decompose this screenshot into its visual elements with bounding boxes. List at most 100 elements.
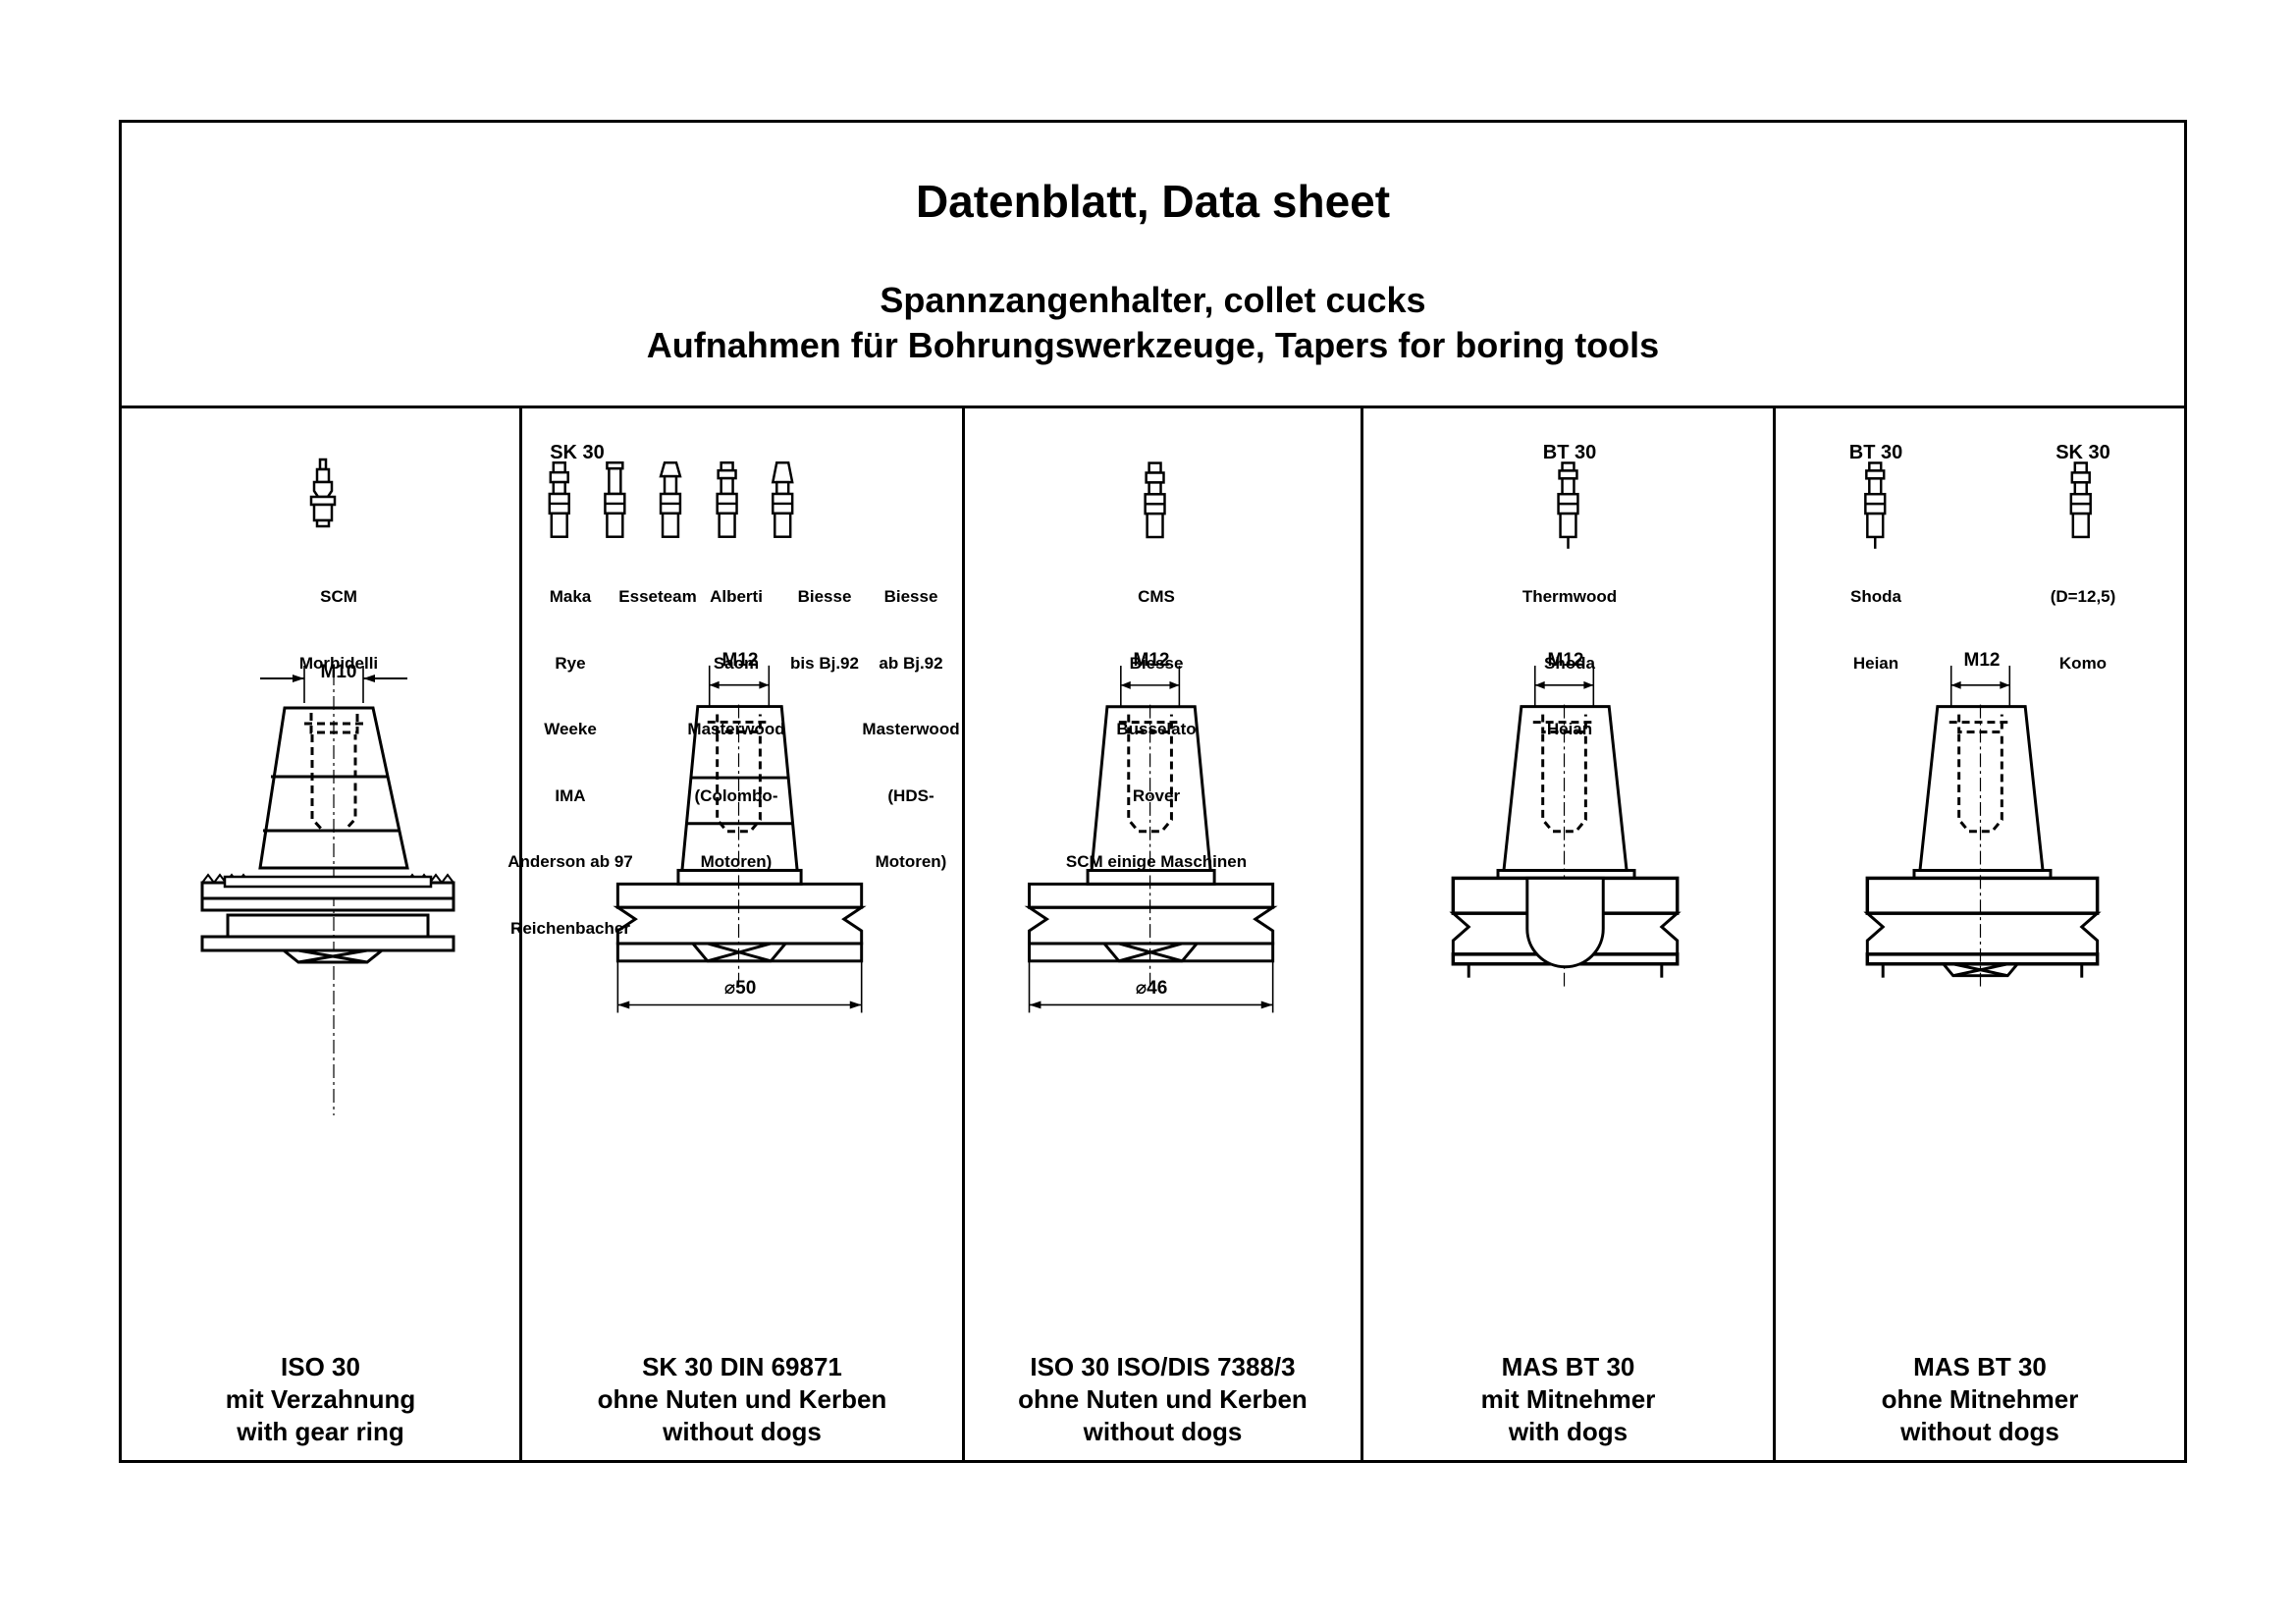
thread-label: M12 — [1963, 650, 2001, 671]
stud-label-line: Weeke — [544, 720, 597, 738]
column-caption: SK 30 DIN 69871 ohne Nuten und Kerben wi… — [522, 1351, 962, 1448]
stud-label-line: Masterwood — [687, 720, 785, 738]
pull-stud-icon — [309, 458, 337, 528]
stud-label-line: Reichenbacher — [510, 918, 630, 938]
stud-label-line: Motoren) — [700, 852, 773, 871]
column-iso30-gear-ring: SCM Morbidelli M10 ISO 30 mit Verzahnung… — [122, 408, 519, 1460]
stud-label-line: Shoda — [1544, 653, 1595, 673]
diameter-label: ⌀46 — [1135, 978, 1168, 999]
column-mas-bt30-without-dogs: BT 30 SK 30 Shoda Heian (D=12,5) Komo M1… — [1773, 408, 2184, 1460]
iso30-dis-body — [1024, 705, 1278, 963]
stud-label-line: ab Bj.92 — [879, 653, 943, 673]
subtitle-collet-chucks: Spannzangenhalter, collet cucks — [880, 280, 1426, 320]
stud-label-line: Saom — [713, 653, 760, 673]
stud-label-esseteam: Esseteam — [618, 542, 696, 653]
caption-line: mit Mitnehmer — [1480, 1384, 1656, 1414]
stud-label-line: Rover — [1132, 785, 1181, 805]
column-caption: ISO 30 ISO/DIS 7388/3 ohne Nuten und Ker… — [965, 1351, 1361, 1448]
data-sheet-frame: Datenblatt, Data sheet Spannzangenhalter… — [119, 120, 2187, 1463]
caption-line: ohne Mitnehmer — [1881, 1384, 2079, 1414]
column-caption: MAS BT 30 mit Mitnehmer with dogs — [1363, 1351, 1773, 1448]
caption-line: with gear ring — [237, 1417, 404, 1446]
stud-label-thermwood: Thermwood Shoda Heian — [1522, 542, 1617, 785]
caption-line: MAS BT 30 — [1501, 1352, 1635, 1381]
pull-stud-icon — [659, 460, 682, 538]
stud-label-line: Maka — [549, 587, 592, 606]
stud-label-line: IMA — [555, 785, 586, 805]
stud-head-sk30: SK 30 — [2056, 442, 2110, 463]
stud-label-biesse-bis: Biesse bis Bj.92 — [790, 542, 859, 719]
caption-line: SK 30 DIN 69871 — [642, 1352, 842, 1381]
iso30-dis7388-drawing — [1024, 461, 1278, 1013]
stud-label-scm: SCM Morbidelli — [299, 542, 378, 719]
stud-label-line: Thermwood — [1522, 587, 1618, 606]
caption-line: without dogs — [1083, 1417, 1243, 1446]
stud-label-line: Alberti — [710, 587, 763, 606]
caption-line: without dogs — [663, 1417, 822, 1446]
stud-label-line: Esseteam — [618, 587, 697, 606]
stud-label-line: Biesse — [883, 587, 938, 606]
mas-bt30-without-dogs-drawing — [1863, 461, 2102, 988]
caption-line: MAS BT 30 — [1913, 1352, 2047, 1381]
stud-label-line: Rye — [555, 653, 586, 673]
stud-label-line: Anderson ab 97 — [507, 852, 633, 871]
stud-label-cms: CMS Biesse Busselato Rover SCM einige Ma… — [1066, 542, 1247, 918]
stud-label-line: CMS — [1138, 587, 1175, 606]
stud-label-line: Komo — [2058, 653, 2108, 673]
stud-label-line: Heian — [1546, 720, 1593, 738]
stud-label-line: (HDS- — [887, 785, 934, 805]
column-caption: ISO 30 mit Verzahnung with gear ring — [122, 1351, 519, 1448]
stud-label-komo: (D=12,5) Komo — [2051, 542, 2116, 719]
pull-stud-icon — [604, 460, 626, 538]
pull-stud-icon — [1557, 461, 1579, 549]
group-label-sk30: SK 30 — [550, 442, 605, 463]
iso30-gear-ring-drawing — [200, 458, 455, 1115]
stud-label-biesse-ab: Biesse ab Bj.92 Masterwood (HDS- Motoren… — [862, 542, 959, 918]
stud-label-line: Motoren) — [875, 852, 947, 871]
column-mas-bt30-with-dogs: BT 30 Thermwood Shoda Heian M12 MAS BT 3… — [1361, 408, 1773, 1460]
thread-label: M12 — [1133, 650, 1170, 671]
stud-label-line: SCM — [320, 587, 357, 606]
pull-stud-icon — [1864, 461, 1887, 549]
stud-label-shoda: Shoda Heian — [1850, 542, 1901, 719]
column-iso30-dis7388: CMS Biesse Busselato Rover SCM einige Ma… — [962, 408, 1361, 1460]
stud-label-line: Heian — [1852, 653, 1899, 673]
stud-label-line: Biesse — [797, 587, 852, 606]
column-caption: MAS BT 30 ohne Mitnehmer without dogs — [1776, 1351, 2184, 1448]
stud-label-line: Shoda — [1850, 587, 1901, 606]
bt30-dogs-body — [1449, 705, 1682, 978]
pull-stud-icon — [716, 460, 738, 538]
caption-line: without dogs — [1900, 1417, 2059, 1446]
caption-line: with dogs — [1508, 1417, 1629, 1446]
stud-label-line: (D=12,5) — [2050, 587, 2116, 606]
stud-label-maka: Maka Rye Weeke IMA Anderson ab 97 Reiche… — [507, 542, 633, 984]
thread-label: M12 — [721, 650, 759, 671]
stud-head-bt30: BT 30 — [1542, 442, 1597, 463]
thread-label: M12 — [1547, 650, 1584, 671]
stud-label-alberti: Alberti Saom Masterwood (Colombo- Motore… — [687, 542, 784, 918]
stud-label-line: SCM einige Maschinen — [1065, 852, 1248, 871]
stud-label-line: bis Bj.92 — [790, 653, 859, 673]
caption-line: mit Verzahnung — [225, 1384, 416, 1414]
stud-label-line: (Colombo- — [694, 785, 778, 805]
stud-head-bt30: BT 30 — [1848, 442, 1903, 463]
stud-label-line: Busselato — [1116, 720, 1197, 738]
caption-line: ohne Nuten und Kerben — [597, 1384, 887, 1414]
diameter-label: ⌀50 — [723, 978, 757, 999]
sk30-din69871-drawing — [548, 460, 867, 1013]
bt30-nodogs-body — [1863, 705, 2102, 978]
pull-stud-icon — [771, 460, 794, 538]
sk30-body — [613, 705, 867, 963]
mas-bt30-with-dogs-drawing — [1449, 461, 1682, 988]
thread-label: M10 — [320, 662, 357, 682]
stud-label-line: Masterwood — [862, 720, 960, 738]
subtitle-tapers: Aufnahmen für Bohrungswerkzeuge, Tapers … — [646, 325, 1660, 365]
stud-label-line: Morbidelli — [298, 653, 379, 673]
pull-stud-icon — [1144, 461, 1166, 539]
column-sk30-din69871: SK 30 Maka Rye Weeke IMA Anderson ab 97 … — [507, 408, 962, 1460]
page-title: Datenblatt, Data sheet — [915, 176, 1391, 227]
caption-line: ISO 30 — [281, 1352, 360, 1381]
pull-stud-icon — [2069, 461, 2092, 539]
stud-label-line: Biesse — [1129, 653, 1184, 673]
pull-stud-icon — [548, 460, 570, 538]
